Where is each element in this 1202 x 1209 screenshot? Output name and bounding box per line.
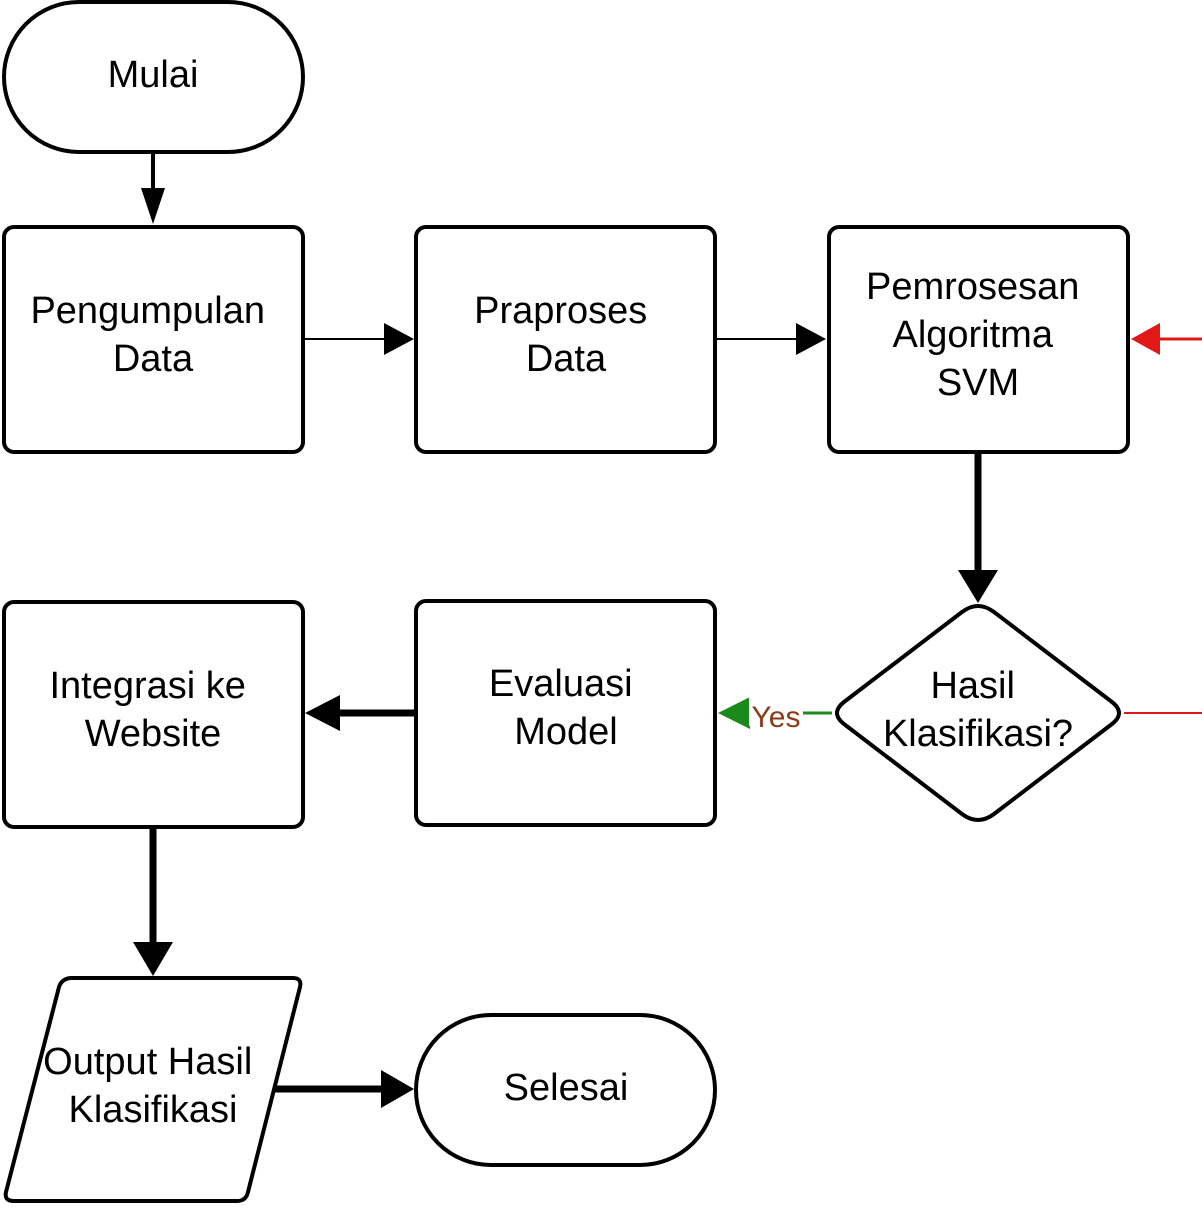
edge-evaluate-to-website — [305, 695, 415, 731]
node-website: Integrasi ke Website — [2, 600, 305, 829]
svg-text:Selesai: Selesai — [504, 1067, 629, 1109]
node-output: Output Hasil Klasifikasi — [3, 976, 303, 1203]
node-preprocess-label-1: Praproses — [474, 290, 647, 332]
svg-text:Mulai: Mulai — [108, 54, 199, 96]
edge-preprocess-to-svm — [716, 323, 826, 355]
node-start-label: Mulai — [108, 54, 199, 96]
svg-text:Integrasi ke Website: Integrasi ke Website — [49, 665, 256, 755]
node-decision: Hasil Klasifikasi? — [835, 604, 1121, 822]
node-preprocess-label-2: Data — [526, 338, 607, 380]
node-evaluate-label-1: Evaluasi — [489, 663, 633, 705]
edge-svm-to-decision — [958, 452, 998, 603]
svg-text:Evaluasi Model: Evaluasi Model — [489, 663, 643, 753]
edge-output-to-end — [274, 1070, 414, 1108]
edge-decision-yes-to-evaluate: Yes — [718, 692, 832, 734]
node-output-label-2: Klasifikasi — [69, 1089, 238, 1131]
node-decision-label-2: Klasifikasi? — [883, 713, 1073, 755]
node-svm-label-3: SVM — [937, 362, 1019, 404]
edge-website-to-output — [133, 827, 173, 976]
node-evaluate: Evaluasi Model — [414, 599, 717, 827]
svg-text:Pemrosesan Algoritma: Pemrosesan Algoritma SVM — [866, 266, 1090, 404]
edge-collect-to-preprocess — [304, 323, 414, 355]
edge-no-loop-into-svm — [1131, 323, 1202, 355]
node-website-label-2: Website — [85, 713, 222, 755]
node-preprocess: Praproses Data — [414, 225, 717, 454]
node-evaluate-label-2: Model — [514, 711, 618, 753]
node-collect-label-1: Pengumpulan — [30, 290, 265, 332]
node-decision-label-1: Hasil — [930, 665, 1014, 707]
node-svm-label-1: Pemrosesan — [866, 266, 1079, 308]
node-svm: Pemrosesan Algoritma SVM — [827, 225, 1130, 454]
node-collect: Pengumpulan Data — [2, 225, 305, 454]
svg-text:Praproses Data: Praproses Data — [474, 290, 658, 380]
node-end-label: Selesai — [504, 1067, 629, 1109]
node-start: Mulai — [2, 0, 305, 154]
svg-text:Pengumpulan Data: Pengumpulan Data — [30, 290, 275, 380]
svg-text:Hasil Klasifikasi?: Hasil Klasifikasi? — [883, 665, 1073, 755]
node-end: Selesai — [414, 1013, 717, 1167]
yes-label: Yes — [752, 701, 801, 734]
svg-text:Output Hasil Klasifikasi: Output Hasil Klasifikasi — [43, 1041, 263, 1131]
node-output-label-1: Output Hasil — [43, 1041, 252, 1083]
node-website-label-1: Integrasi ke — [49, 665, 245, 707]
node-collect-label-2: Data — [113, 338, 194, 380]
node-svm-label-2: Algoritma — [892, 314, 1053, 356]
edge-start-to-collect — [141, 152, 165, 224]
